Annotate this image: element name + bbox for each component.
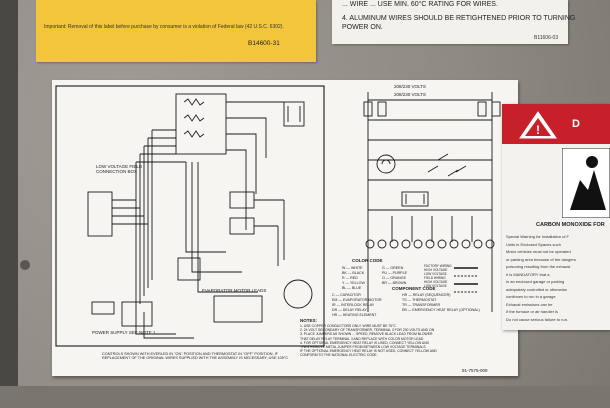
evaporator-motor-leads-label: EVAPORATOR MOTOR LEADS xyxy=(202,288,267,293)
component-code-entry: TR — TRANSFORMER xyxy=(402,303,441,307)
warning-body-line: Motor vehicles must not be operated xyxy=(506,249,571,254)
bottom-note: CONTROLS SHOWN WITH EVERLED IN "ON" POSI… xyxy=(102,352,289,361)
color-code-entry: PU — PURPLE xyxy=(382,271,407,275)
component-code-entry: C — CAPACITOR xyxy=(332,293,361,297)
note-line: 3. PLACE JUMPERS AS SHOWN ... SPEED, REM… xyxy=(300,332,433,337)
danger-title: D xyxy=(572,118,580,130)
white-label-code: B11606-03 xyxy=(534,35,559,41)
color-code-entry: R — RED xyxy=(342,276,358,280)
component-code-entry: TS — THERMOSTAT xyxy=(402,298,437,302)
wiring-legend-entry: HIGH VOLTAGE xyxy=(424,268,448,272)
wiring-legend-entry: FACTORY WIRING xyxy=(424,264,452,268)
warning-body-line: Special Warning for Installation of F xyxy=(506,234,569,239)
wiring-legend-entry: FIELD WIRING xyxy=(424,276,446,280)
white-label-item4-line2: POWER ON. xyxy=(342,24,383,31)
wiring-schematic xyxy=(55,85,501,347)
color-code-entry: Y — YELLOW xyxy=(342,281,365,285)
note-line: 1. USE COPPER CONDUCTORS ONLY. WIRE MUST… xyxy=(300,324,397,328)
warning-body-line: If the furnace or air handler is xyxy=(506,309,559,314)
component-code-entry: DR — DELAY RELAY xyxy=(332,308,367,312)
warning-body-line: adequately controlled or otherwise xyxy=(506,286,567,292)
color-code-entry: W — WHITE xyxy=(342,266,363,270)
hazard-pictogram-icon xyxy=(562,148,610,218)
carbon-monoxide-title: CARBON MONOXIDE FOR xyxy=(536,222,605,228)
wiring-legend-entry: HIGH VOLTAGE xyxy=(424,280,448,284)
warning-body-line: poisoning resulting from the exhaust xyxy=(506,264,571,269)
wiring-diagram: 208/230 VOLTS 208/230 VOLTS LOW VOLTAGE … xyxy=(52,80,518,376)
yellow-label-code: B14600-31 xyxy=(248,40,280,47)
yellow-label: Important: Removal of this label before … xyxy=(36,0,316,62)
warning-body-line: Exhaust emissions can be xyxy=(506,301,553,307)
warning-body-line: It is MANDATORY that a xyxy=(506,271,550,277)
warning-body-line: in an enclosed garage or parking xyxy=(506,279,565,284)
warning-body-line: Do not cause serious failure to run. xyxy=(506,316,569,322)
danger-carbon-monoxide-label: ! D CARBON MONOXIDE FOR Special Warning … xyxy=(502,104,610,330)
color-code-title: COLOR CODE xyxy=(352,258,383,263)
component-code-entry: HR — RELAY (SEQUENCER) xyxy=(402,293,451,297)
note-line: THAT DELAY RELAY TERMINAL 3 AND REPLACE … xyxy=(300,336,424,341)
white-label-item4-line1: 4. ALUMINUM WIRES SHOULD BE RETIGHTENED … xyxy=(342,15,576,22)
power-supply-label: POWER SUPPLY SEE NOTE 1 xyxy=(92,330,156,335)
component-code-entry: IR — INTERLOCK RELAY xyxy=(332,303,375,307)
wiring-legend-entry: LOW VOLTAGE xyxy=(424,284,447,288)
warning-body-line: continues to run in a garage xyxy=(506,294,556,299)
cabinet-bottom-strip xyxy=(0,386,610,408)
screw-hole xyxy=(20,260,30,270)
color-code-entry: BK — BLACK xyxy=(342,271,365,275)
wiring-legend-entry: LOW VOLTAGE xyxy=(424,272,447,276)
note-line: CONFORM TO THE NATIONAL ELECTRIC CODE. xyxy=(300,353,378,358)
svg-text:!: ! xyxy=(536,123,540,137)
color-code-entry: G — GREEN xyxy=(382,266,404,270)
white-label-top-line: ... WIRE ... USE MIN. 60°C RATING FOR WI… xyxy=(342,1,498,8)
white-instructions-label: ... WIRE ... USE MIN. 60°C RATING FOR WI… xyxy=(332,0,575,44)
low-voltage-box-label: LOW VOLTAGE FIELD CONNECTION BOX xyxy=(96,164,143,174)
color-code-entry: BR — BROWN xyxy=(382,281,407,285)
supply-voltage-label-2: 208/230 VOLTS xyxy=(394,92,426,97)
component-code-entry: EM — EVAPORATOR MOTOR xyxy=(332,298,382,302)
component-code-entry: EB — EMERGENCY HEAT RELAY (OPTIONAL) xyxy=(402,308,480,312)
warning-triangle-icon: ! xyxy=(519,111,557,139)
note-line: IF THE OPTIONAL EMERGENCY HEAT RELAY IS … xyxy=(300,349,437,354)
component-code-title: COMPONENT CODE xyxy=(392,286,436,291)
diagram-part-number: 91-7575-009 xyxy=(462,368,488,373)
note-line: 2. 24 VOLT SECONDARY OF TRANSFORMER. TER… xyxy=(300,328,435,333)
yellow-label-text: Important: Removal of this label before … xyxy=(44,24,284,30)
note-line: THEN REMOVE METAL JUMPER FROM BETWEEN LO… xyxy=(300,345,426,349)
notes-title: NOTES: xyxy=(300,318,318,323)
note-line: 4. FOR OPTIONAL EMERGENCY HEAT RELAY IS … xyxy=(300,340,430,345)
component-code-entry: HR — HEATING ELEMENT xyxy=(332,313,377,317)
warning-body-line: Units in Enclosed Spaces such xyxy=(506,241,561,247)
color-code-entry: O — ORANGE xyxy=(382,276,406,280)
color-code-entry: BL — BLUE xyxy=(342,286,362,290)
warning-body-line: or parking area because of the dangers xyxy=(506,256,576,262)
supply-voltage-label: 208/230 VOLTS xyxy=(394,84,426,89)
cabinet-edge xyxy=(0,0,18,408)
